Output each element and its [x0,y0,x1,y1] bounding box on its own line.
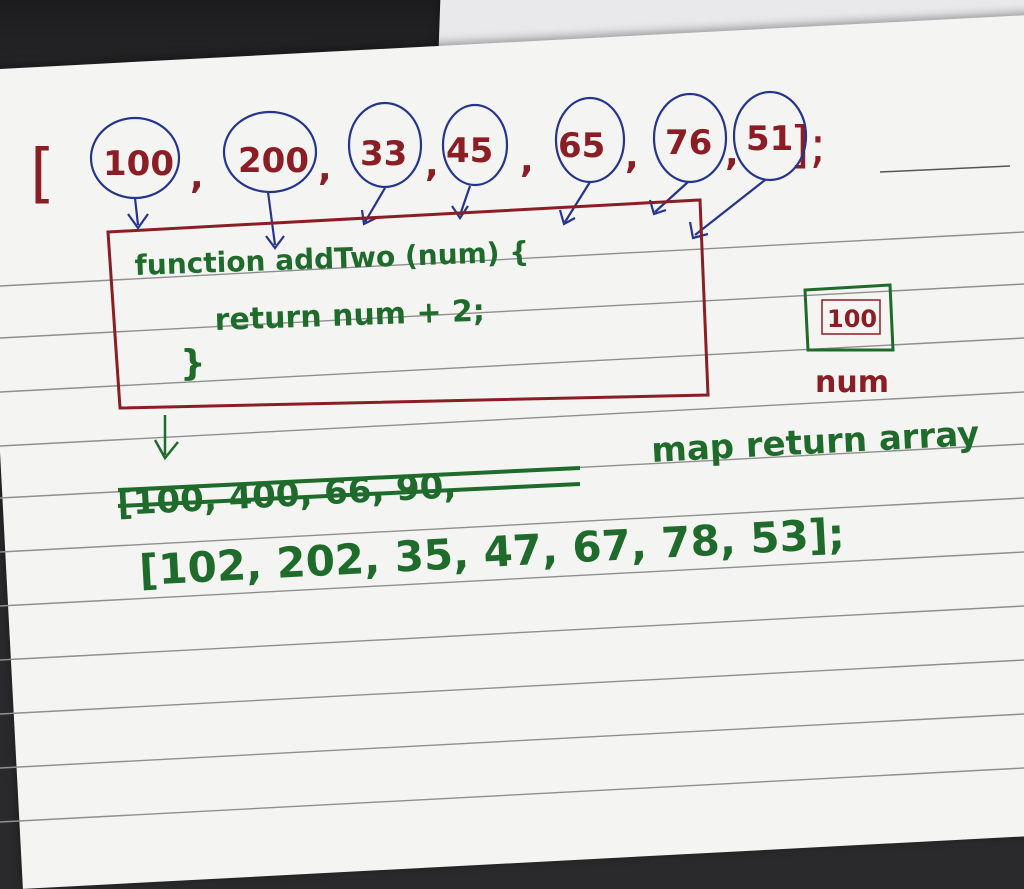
struck-array: [100, 400, 66, 90, [116,466,581,524]
input-array: [ 100 200 33 45 65 76 51 ]; , , , , , , [30,116,826,211]
num-box: 100 num [803,283,895,400]
input-array-open: [ [30,137,55,211]
function-body: return num + 2; [214,294,485,338]
comma: , [318,148,332,189]
comma: , [625,136,639,177]
date-blank [879,165,1011,173]
input-array-item: 45 [446,131,493,171]
comma: , [190,156,204,197]
comma: , [520,140,534,181]
down-arrow-icon [153,415,179,461]
blue-circles [89,90,808,250]
function-code: function addTwo (num) { return num + 2; … [134,235,530,384]
input-array-close: ]; [790,116,826,174]
input-array-item: 76 [665,123,712,163]
function-closing: } [180,343,206,384]
map-caption: map return array [650,414,980,471]
result-array: [102, 202, 35, 47, 67, 78, 53]; [138,509,846,595]
notebook-drawing: [ 100 200 33 45 65 76 51 ]; , , , , , , [0,90,1024,823]
input-array-item: 33 [360,134,407,174]
input-array-item: 51 [746,119,793,159]
input-array-item: 65 [558,126,605,166]
function-box [106,198,710,410]
function-signature: function addTwo (num) { [134,235,530,282]
num-box-label: num [815,365,889,400]
ruled-lines [0,231,1024,823]
input-array-item: 200 [238,141,309,181]
input-array-item: 100 [103,144,174,184]
num-box-value: 100 [827,305,877,333]
comma: , [425,144,439,185]
